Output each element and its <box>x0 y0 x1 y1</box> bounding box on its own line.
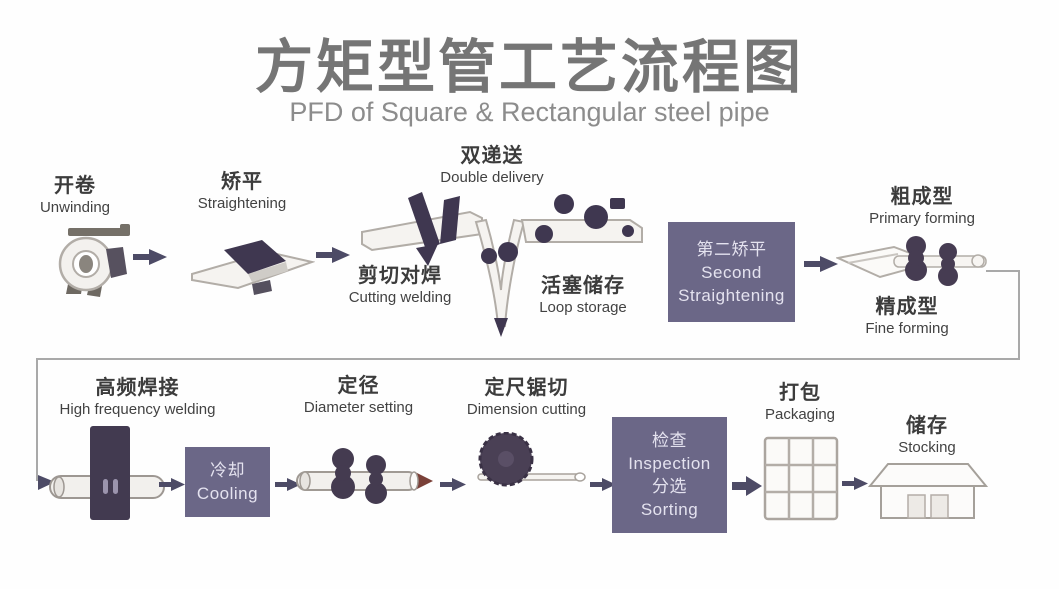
label-double-delivery-en: Double delivery <box>440 169 544 186</box>
label-double-delivery-zh: 双递送 <box>460 145 524 167</box>
label-fine-forming-en: Fine forming <box>865 320 949 337</box>
flow-arrow <box>275 478 301 491</box>
flow-arrow <box>440 478 466 491</box>
second-straightening-zh: 第二矫平 <box>696 239 767 259</box>
label-loop-storage-en: Loop storage <box>539 299 627 316</box>
sizing-mill-icon <box>296 448 433 504</box>
inspection-en: Inspection <box>628 454 711 473</box>
label-dimension-cutting-zh: 定尺锯切 <box>484 377 569 399</box>
label-packaging: 打包 Packaging <box>740 381 860 424</box>
second-straightening-en2: Straightening <box>678 285 785 305</box>
label-straightening-en: Straightening <box>197 195 287 212</box>
flow-arrow <box>804 256 838 272</box>
cooling-en: Cooling <box>196 484 259 503</box>
label-packaging-en: Packaging <box>764 406 836 423</box>
label-high-frequency-welding: 高频焊接 High frequency welding <box>25 376 250 419</box>
flow-arrow <box>316 247 350 263</box>
label-fine-forming-zh: 精成型 <box>875 296 939 318</box>
forming-mill-icon <box>836 236 987 286</box>
label-unwinding: 开卷 Unwinding <box>15 174 135 217</box>
label-diameter-setting-zh: 定径 <box>337 375 380 397</box>
page-subtitle: PFD of Square & Rectangular steel pipe <box>289 97 770 127</box>
label-loop-storage-zh: 活塞储存 <box>541 275 625 297</box>
label-primary-forming-en: Primary forming <box>869 210 975 227</box>
uncoiler-icon <box>58 224 130 297</box>
second-straightening-box: 第二矫平 Second Straightening <box>668 222 795 322</box>
label-straightening-zh: 矫平 <box>221 171 263 193</box>
saw-icon <box>477 432 586 487</box>
label-fine-forming: 精成型 Fine forming <box>827 295 987 338</box>
straightener-icon <box>191 240 315 295</box>
label-cutting-welding: 剪切对焊 Cutting welding <box>320 264 480 307</box>
label-diameter-setting: 定径 Diameter setting <box>286 374 431 417</box>
label-cutting-welding-en: Cutting welding <box>348 289 452 306</box>
flow-arrow <box>159 478 185 491</box>
inspection-zh: 检查 <box>652 431 687 450</box>
label-loop-storage: 活塞储存 Loop storage <box>503 274 663 317</box>
label-double-delivery: 双递送 Double delivery <box>412 144 572 187</box>
pipe-bundle-icon <box>763 436 839 521</box>
hf-welder-icon <box>49 426 165 520</box>
label-dimension-cutting: 定尺锯切 Dimension cutting <box>444 376 609 419</box>
label-stocking-en: Stocking <box>898 439 956 456</box>
label-unwinding-en: Unwinding <box>39 199 111 216</box>
flow-arrow <box>842 477 868 490</box>
label-diameter-setting-en: Diameter setting <box>303 399 414 416</box>
page-title: 方矩型管工艺流程图 <box>254 35 804 100</box>
label-unwinding-zh: 开卷 <box>54 175 96 197</box>
label-dimension-cutting-en: Dimension cutting <box>466 401 587 418</box>
warehouse-icon <box>868 463 988 519</box>
second-straightening-en1: Second <box>701 262 762 282</box>
cooling-zh: 冷却 <box>210 461 245 480</box>
flow-arrow <box>732 476 762 496</box>
sorting-zh: 分选 <box>652 477 687 496</box>
flow-arrow <box>133 249 167 265</box>
flow-arrow <box>590 478 616 491</box>
label-primary-forming: 粗成型 Primary forming <box>838 185 1006 228</box>
double-delivery-machine-icon <box>361 192 643 337</box>
label-high-frequency-welding-en: High frequency welding <box>59 401 216 418</box>
sorting-en: Sorting <box>640 500 699 519</box>
label-high-frequency-welding-zh: 高频焊接 <box>95 377 180 399</box>
label-cutting-welding-zh: 剪切对焊 <box>358 265 442 287</box>
label-primary-forming-zh: 粗成型 <box>890 186 954 208</box>
cooling-box: 冷却 Cooling <box>185 447 270 517</box>
label-straightening: 矫平 Straightening <box>172 170 312 213</box>
label-stocking-zh: 储存 <box>906 415 948 437</box>
label-stocking: 储存 Stocking <box>867 414 987 457</box>
label-packaging-zh: 打包 <box>779 382 821 404</box>
inspection-sorting-box: 检查 Inspection 分选 Sorting <box>612 417 727 533</box>
